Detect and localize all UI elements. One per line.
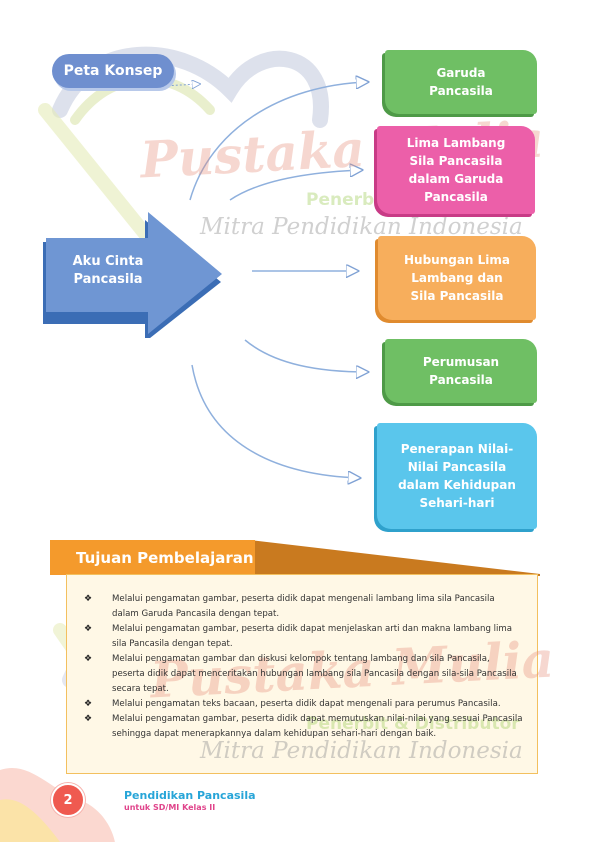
connector-penerapan [191, 364, 360, 478]
list-item: ❖ Melalui pengamatan gambar, peserta didi… [84, 592, 524, 622]
connector-lima [229, 170, 362, 201]
diamond-bullet-icon: ❖ [84, 594, 93, 604]
connector-perumusan [244, 339, 368, 372]
tujuan-list: ❖ Melalui pengamatan gambar, peserta didi… [84, 592, 524, 742]
concept-label: Lima Lambang Sila Pancasila dalam Garuda… [406, 136, 506, 204]
list-item: ❖ Melalui pengamatan gambar, peserta didi… [84, 712, 524, 742]
concept-label: Perumusan Pancasila [422, 355, 500, 387]
concept-box-lima-lambang: Lima Lambang Sila Pancasila dalam Garuda… [377, 126, 535, 214]
diamond-bullet-icon: ❖ [84, 654, 93, 664]
diamond-bullet-icon: ❖ [84, 624, 93, 634]
main-concept-arrow [43, 212, 222, 338]
connector-garuda [189, 82, 368, 201]
concept-label: Penerapan Nilai-Nilai Pancasila dalam Ke… [398, 442, 516, 510]
peta-konsep-label: Peta Konsep [52, 54, 174, 88]
footer-book-title: Pendidikan Pancasila [124, 789, 256, 802]
list-item-text: Melalui pengamatan gambar, peserta didik… [112, 714, 523, 739]
concept-box-hubungan: Hubungan Lima Lambang dan Sila Pancasila [378, 236, 536, 320]
diamond-bullet-icon: ❖ [84, 714, 93, 724]
watermark-motto-2: Mitra Pendidikan Indonesia [200, 738, 523, 764]
list-item-text: Melalui pengamatan gambar, peserta didik… [112, 624, 513, 649]
concept-box-garuda-pancasila: Garuda Pancasila [385, 50, 537, 114]
list-item-text: Melalui pengamatan teks bacaan, peserta … [112, 699, 501, 709]
main-concept-label: Aku Cinta Pancasila [72, 254, 144, 287]
list-item: ❖ Melalui pengamatan gambar, peserta didi… [84, 622, 524, 652]
tujuan-header-band [250, 540, 540, 576]
watermark-motto: Mitra Pendidikan Indonesia [200, 214, 523, 240]
list-item: ❖ Melalui pengamatan teks bacaan, peserta… [84, 697, 524, 712]
list-item: ❖ Melalui pengamatan gambar dan diskusi k… [84, 652, 524, 697]
concept-label: Garuda Pancasila [429, 66, 493, 98]
concept-box-penerapan: Penerapan Nilai-Nilai Pancasila dalam Ke… [377, 423, 537, 529]
concept-label: Hubungan Lima Lambang dan Sila Pancasila [403, 253, 511, 303]
watermark-tagline-2: Penerbit & Distributor [306, 714, 520, 734]
tujuan-content-box [66, 574, 538, 774]
diamond-bullet-icon: ❖ [84, 699, 93, 709]
connector-peta [99, 84, 200, 91]
list-item-text: Melalui pengamatan gambar dan diskusi ke… [112, 654, 517, 694]
page-number: 2 [51, 783, 85, 817]
tujuan-title: Tujuan Pembelajaran [50, 540, 255, 575]
list-item-text: Melalui pengamatan gambar, peserta didik… [112, 594, 495, 619]
footer-book-subtitle: untuk SD/MI Kelas II [124, 803, 216, 812]
concept-box-perumusan: Perumusan Pancasila [385, 339, 537, 403]
